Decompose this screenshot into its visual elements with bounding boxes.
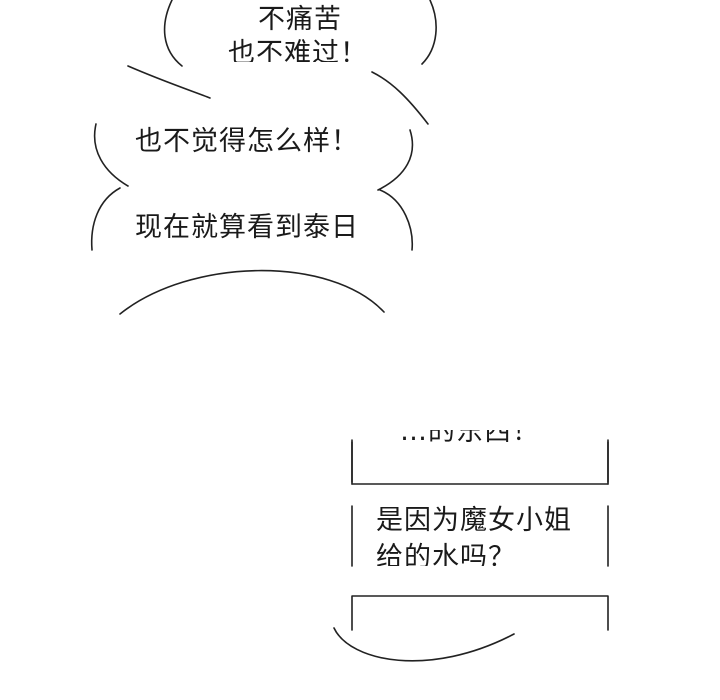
bubble-outline-arc bbox=[119, 269, 385, 315]
bubble-middle-text: 也不觉得怎么样！ bbox=[135, 126, 359, 157]
caption-line2-clip: 给的水吗？ bbox=[370, 542, 570, 566]
caption-clipped-text: …的东西！ bbox=[400, 430, 540, 447]
caption-line1: 是因为魔女小姐 bbox=[376, 505, 572, 536]
caption-clipped-clip: …的东西！ bbox=[400, 430, 560, 448]
bubble-lower-text: 现在就算看到泰日 bbox=[135, 212, 359, 243]
bubble-outline-top bbox=[163, 0, 183, 67]
bubble-outline-middle bbox=[127, 65, 211, 99]
bubble-top-line1: 不痛苦 bbox=[258, 4, 342, 35]
bubble-top-line2: 也不难过！ bbox=[228, 38, 368, 62]
bubble-outline-lower bbox=[90, 187, 121, 251]
bubble-top-line2-clip: 也不难过！ bbox=[225, 38, 385, 62]
caption-box-lower-lines bbox=[351, 505, 609, 567]
bubble-outline-bottom bbox=[333, 627, 515, 662]
caption-line2: 给的水吗？ bbox=[376, 542, 516, 566]
